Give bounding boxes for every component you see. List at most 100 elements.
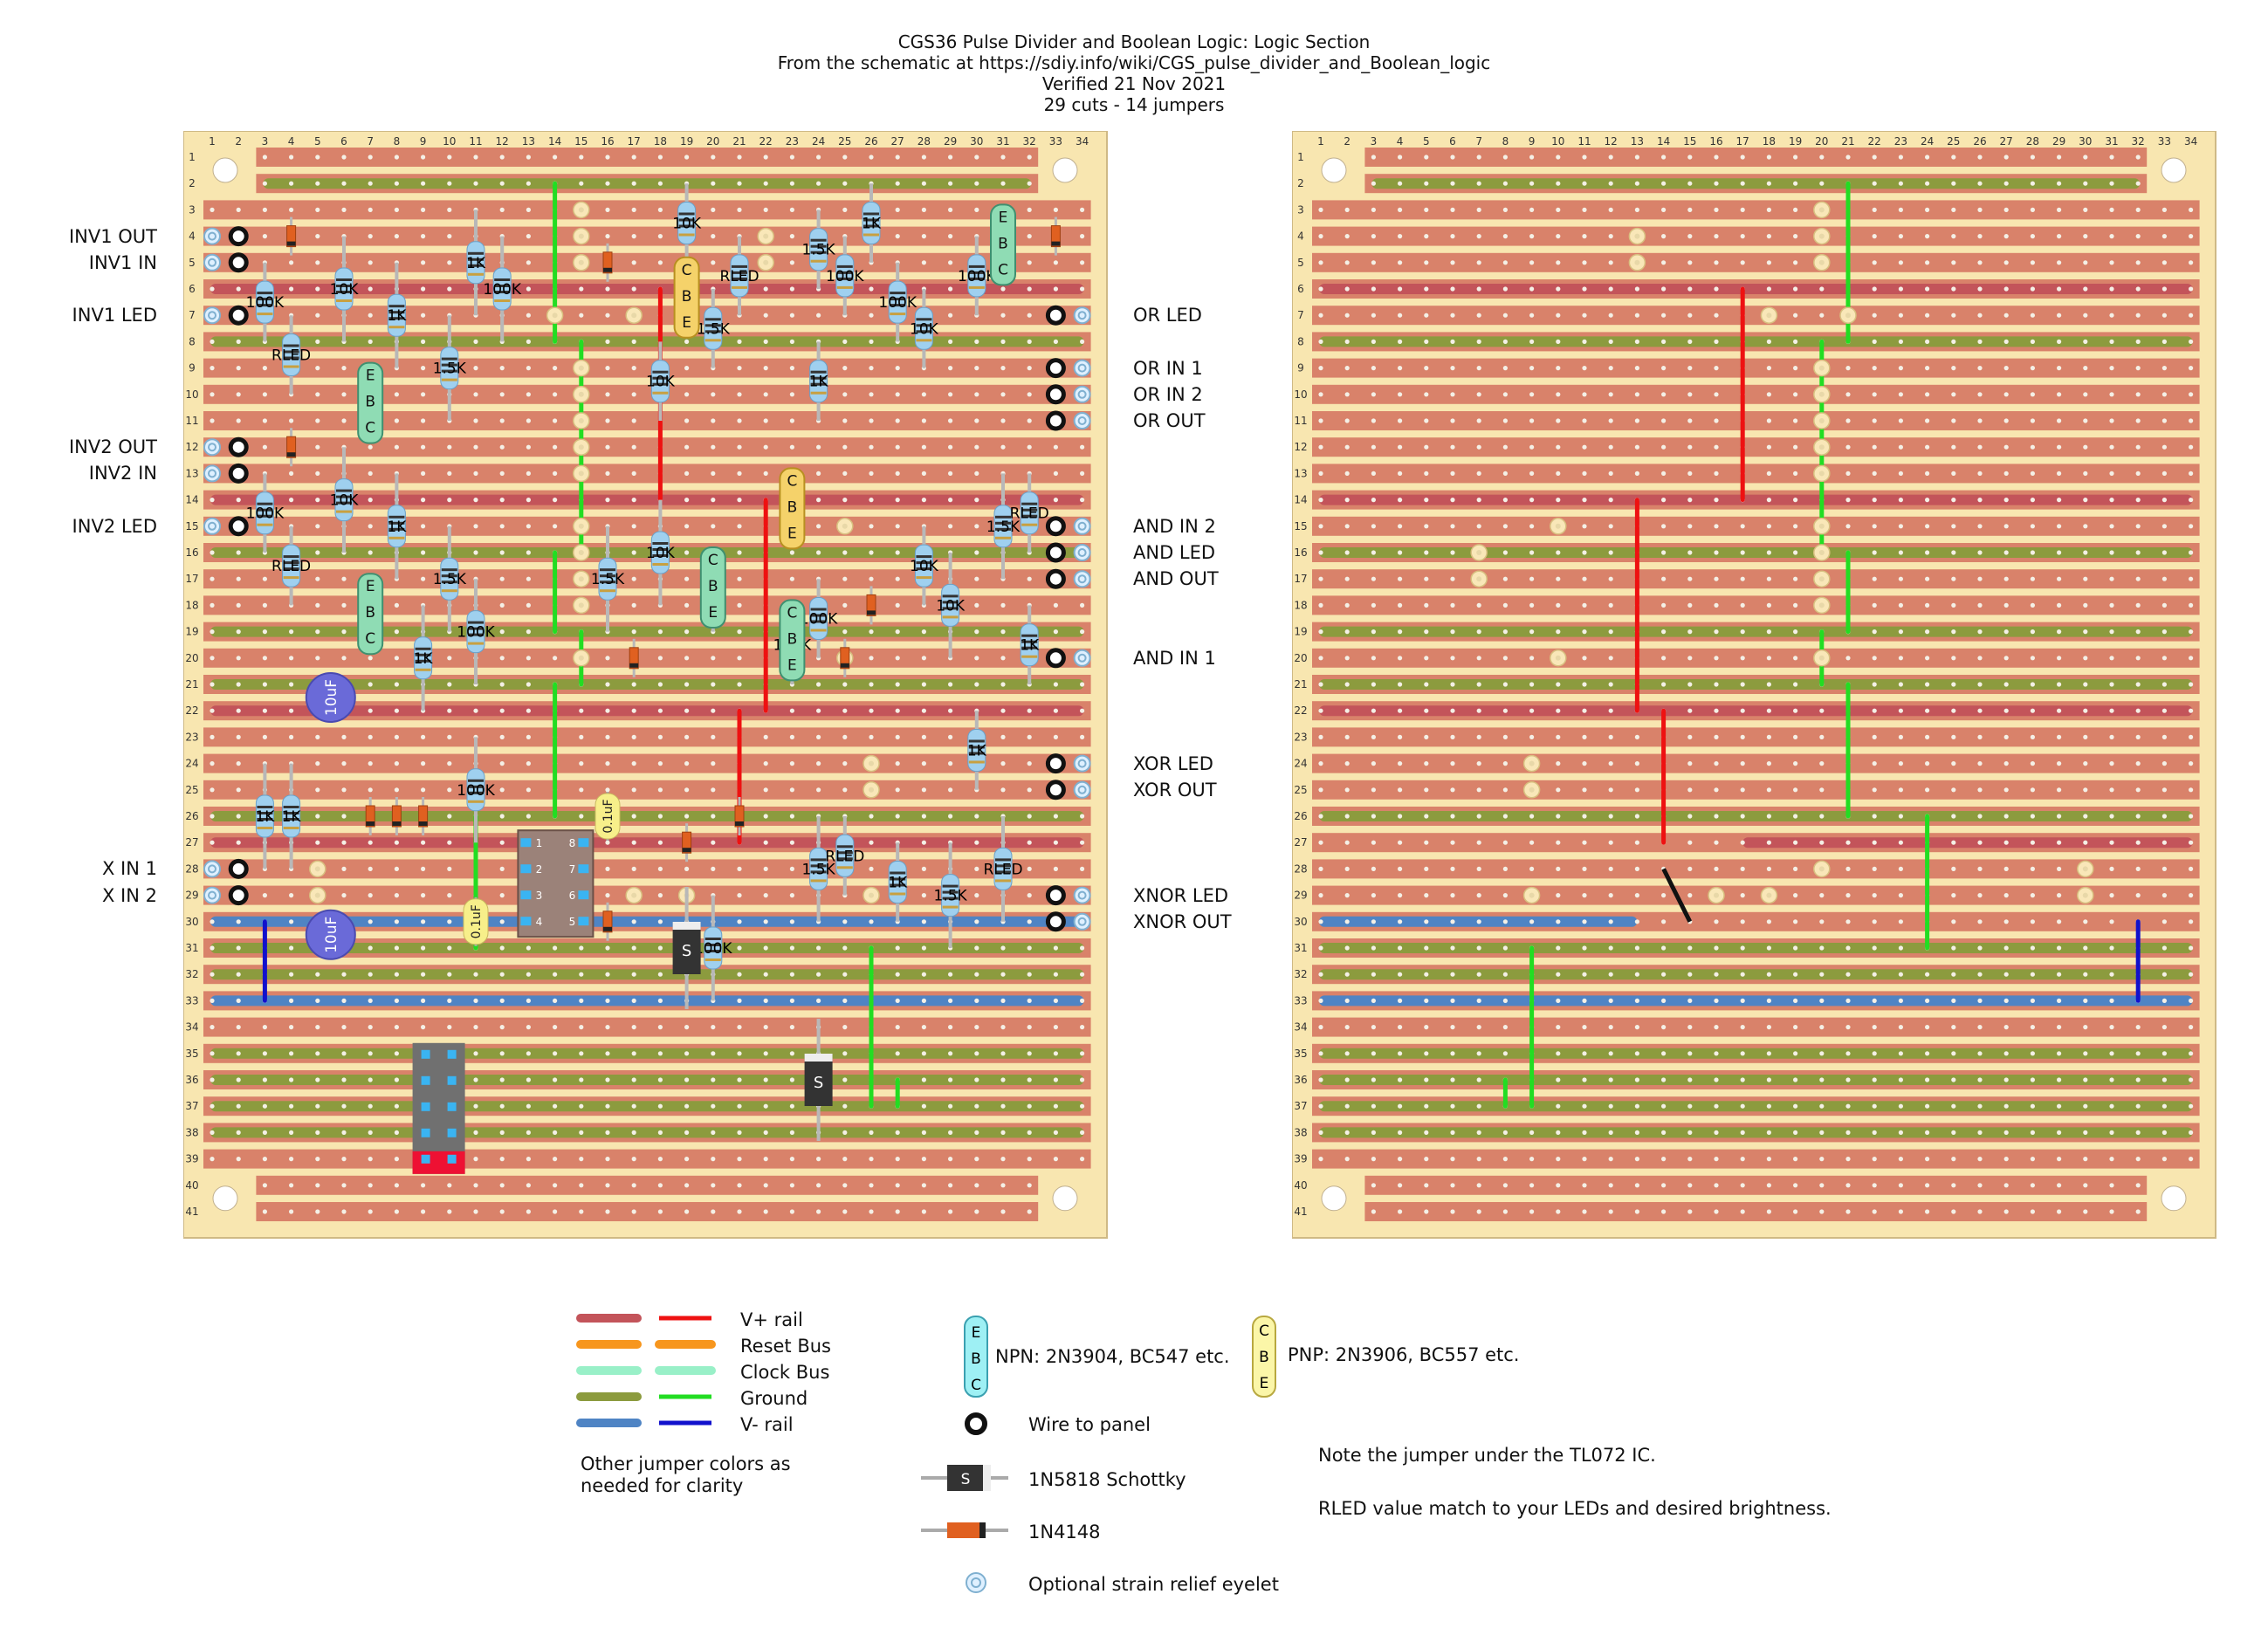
hole bbox=[1661, 945, 1667, 951]
hole bbox=[289, 708, 294, 713]
hole bbox=[1556, 260, 1561, 265]
hole bbox=[553, 1157, 558, 1162]
transistor-pin-label: E bbox=[682, 314, 691, 332]
hole bbox=[921, 656, 926, 661]
column-number: 4 bbox=[1397, 135, 1404, 148]
hole bbox=[2083, 207, 2088, 212]
hole bbox=[1951, 998, 1956, 1003]
hole bbox=[2161, 629, 2167, 635]
hole bbox=[842, 1103, 848, 1109]
hole bbox=[1450, 260, 1455, 265]
hole bbox=[1582, 576, 1587, 581]
hole bbox=[1661, 998, 1667, 1003]
hole bbox=[1661, 972, 1667, 977]
hole bbox=[1845, 1103, 1851, 1109]
hole bbox=[473, 471, 478, 476]
resistor-band bbox=[942, 607, 959, 610]
hole bbox=[2109, 260, 2114, 265]
hole bbox=[1502, 945, 1508, 951]
resistor-label: 100K bbox=[246, 505, 285, 523]
hole bbox=[1977, 286, 1983, 292]
hole bbox=[1925, 1077, 1930, 1082]
hole bbox=[2189, 761, 2194, 766]
hole bbox=[789, 787, 795, 793]
row-number: 36 bbox=[1294, 1074, 1307, 1086]
hole bbox=[1027, 1077, 1032, 1082]
hole bbox=[842, 919, 848, 924]
column-number: 17 bbox=[1736, 135, 1749, 148]
hole bbox=[1529, 286, 1535, 292]
hole bbox=[1476, 444, 1481, 450]
hole bbox=[816, 181, 821, 186]
transistor-pin-label: B bbox=[708, 578, 718, 595]
copper-strip bbox=[1312, 780, 2200, 800]
note-rled: RLED value match to your LEDs and desire… bbox=[1318, 1498, 1832, 1519]
hole bbox=[1714, 602, 1719, 608]
hole bbox=[1793, 524, 1798, 529]
hole bbox=[895, 1157, 900, 1162]
hole bbox=[210, 840, 215, 845]
resistor-band bbox=[415, 653, 431, 656]
hole bbox=[1872, 998, 1877, 1003]
wire-to-panel-pad bbox=[1045, 516, 1066, 537]
hole bbox=[341, 1103, 347, 1109]
column-number: 7 bbox=[1475, 135, 1482, 148]
hole bbox=[1424, 1209, 1429, 1214]
hole bbox=[1450, 629, 1455, 635]
hole bbox=[921, 708, 926, 713]
hole bbox=[1398, 1051, 1403, 1056]
hole bbox=[579, 787, 584, 793]
hole bbox=[1556, 814, 1561, 819]
hole bbox=[1608, 181, 1613, 186]
hole bbox=[2109, 366, 2114, 371]
hole bbox=[1740, 260, 1745, 265]
hole bbox=[421, 286, 426, 292]
resistor-band bbox=[336, 510, 352, 513]
hole bbox=[2189, 866, 2194, 872]
hole bbox=[2003, 814, 2009, 819]
hole bbox=[499, 1130, 505, 1135]
hole bbox=[1027, 207, 1032, 212]
hole bbox=[1819, 1157, 1825, 1162]
strain-relief-eyelet bbox=[1073, 570, 1091, 588]
hole bbox=[895, 1025, 900, 1030]
hole bbox=[1687, 1130, 1693, 1135]
hole bbox=[1793, 840, 1798, 845]
resistor-band bbox=[652, 382, 669, 386]
resistor-band bbox=[836, 866, 853, 869]
hole bbox=[1951, 602, 1956, 608]
hole bbox=[1053, 444, 1058, 450]
hole bbox=[1318, 945, 1323, 951]
hole bbox=[1766, 787, 1771, 793]
verified-line: Verified 21 Nov 2021 bbox=[1041, 73, 1227, 94]
hole bbox=[2109, 761, 2114, 766]
hole bbox=[368, 998, 373, 1003]
hole bbox=[737, 524, 742, 529]
hole bbox=[1027, 998, 1032, 1003]
resistor-label: 1.5K bbox=[802, 242, 836, 259]
hole bbox=[974, 207, 979, 212]
hole bbox=[289, 1025, 294, 1030]
resistor-band bbox=[468, 779, 484, 782]
resistor-label: RLED bbox=[271, 558, 311, 575]
hole bbox=[816, 498, 821, 503]
hole bbox=[1608, 418, 1613, 423]
hole bbox=[1529, 498, 1535, 503]
hole bbox=[1951, 840, 1956, 845]
hole bbox=[473, 155, 478, 160]
strip-cut-center bbox=[1818, 523, 1825, 529]
hole bbox=[1502, 602, 1508, 608]
hole bbox=[605, 1103, 610, 1109]
hole bbox=[2003, 972, 2009, 977]
hole bbox=[631, 418, 636, 423]
hole bbox=[895, 814, 900, 819]
hole bbox=[2003, 1209, 2009, 1214]
hole bbox=[2109, 814, 2114, 819]
strip-cut-center bbox=[578, 523, 584, 529]
column-number: 26 bbox=[864, 135, 877, 148]
signal-diode bbox=[682, 831, 692, 854]
resistor-band bbox=[995, 527, 1011, 531]
hole bbox=[816, 787, 821, 793]
bus-line bbox=[210, 284, 1084, 294]
hole bbox=[1845, 919, 1851, 924]
